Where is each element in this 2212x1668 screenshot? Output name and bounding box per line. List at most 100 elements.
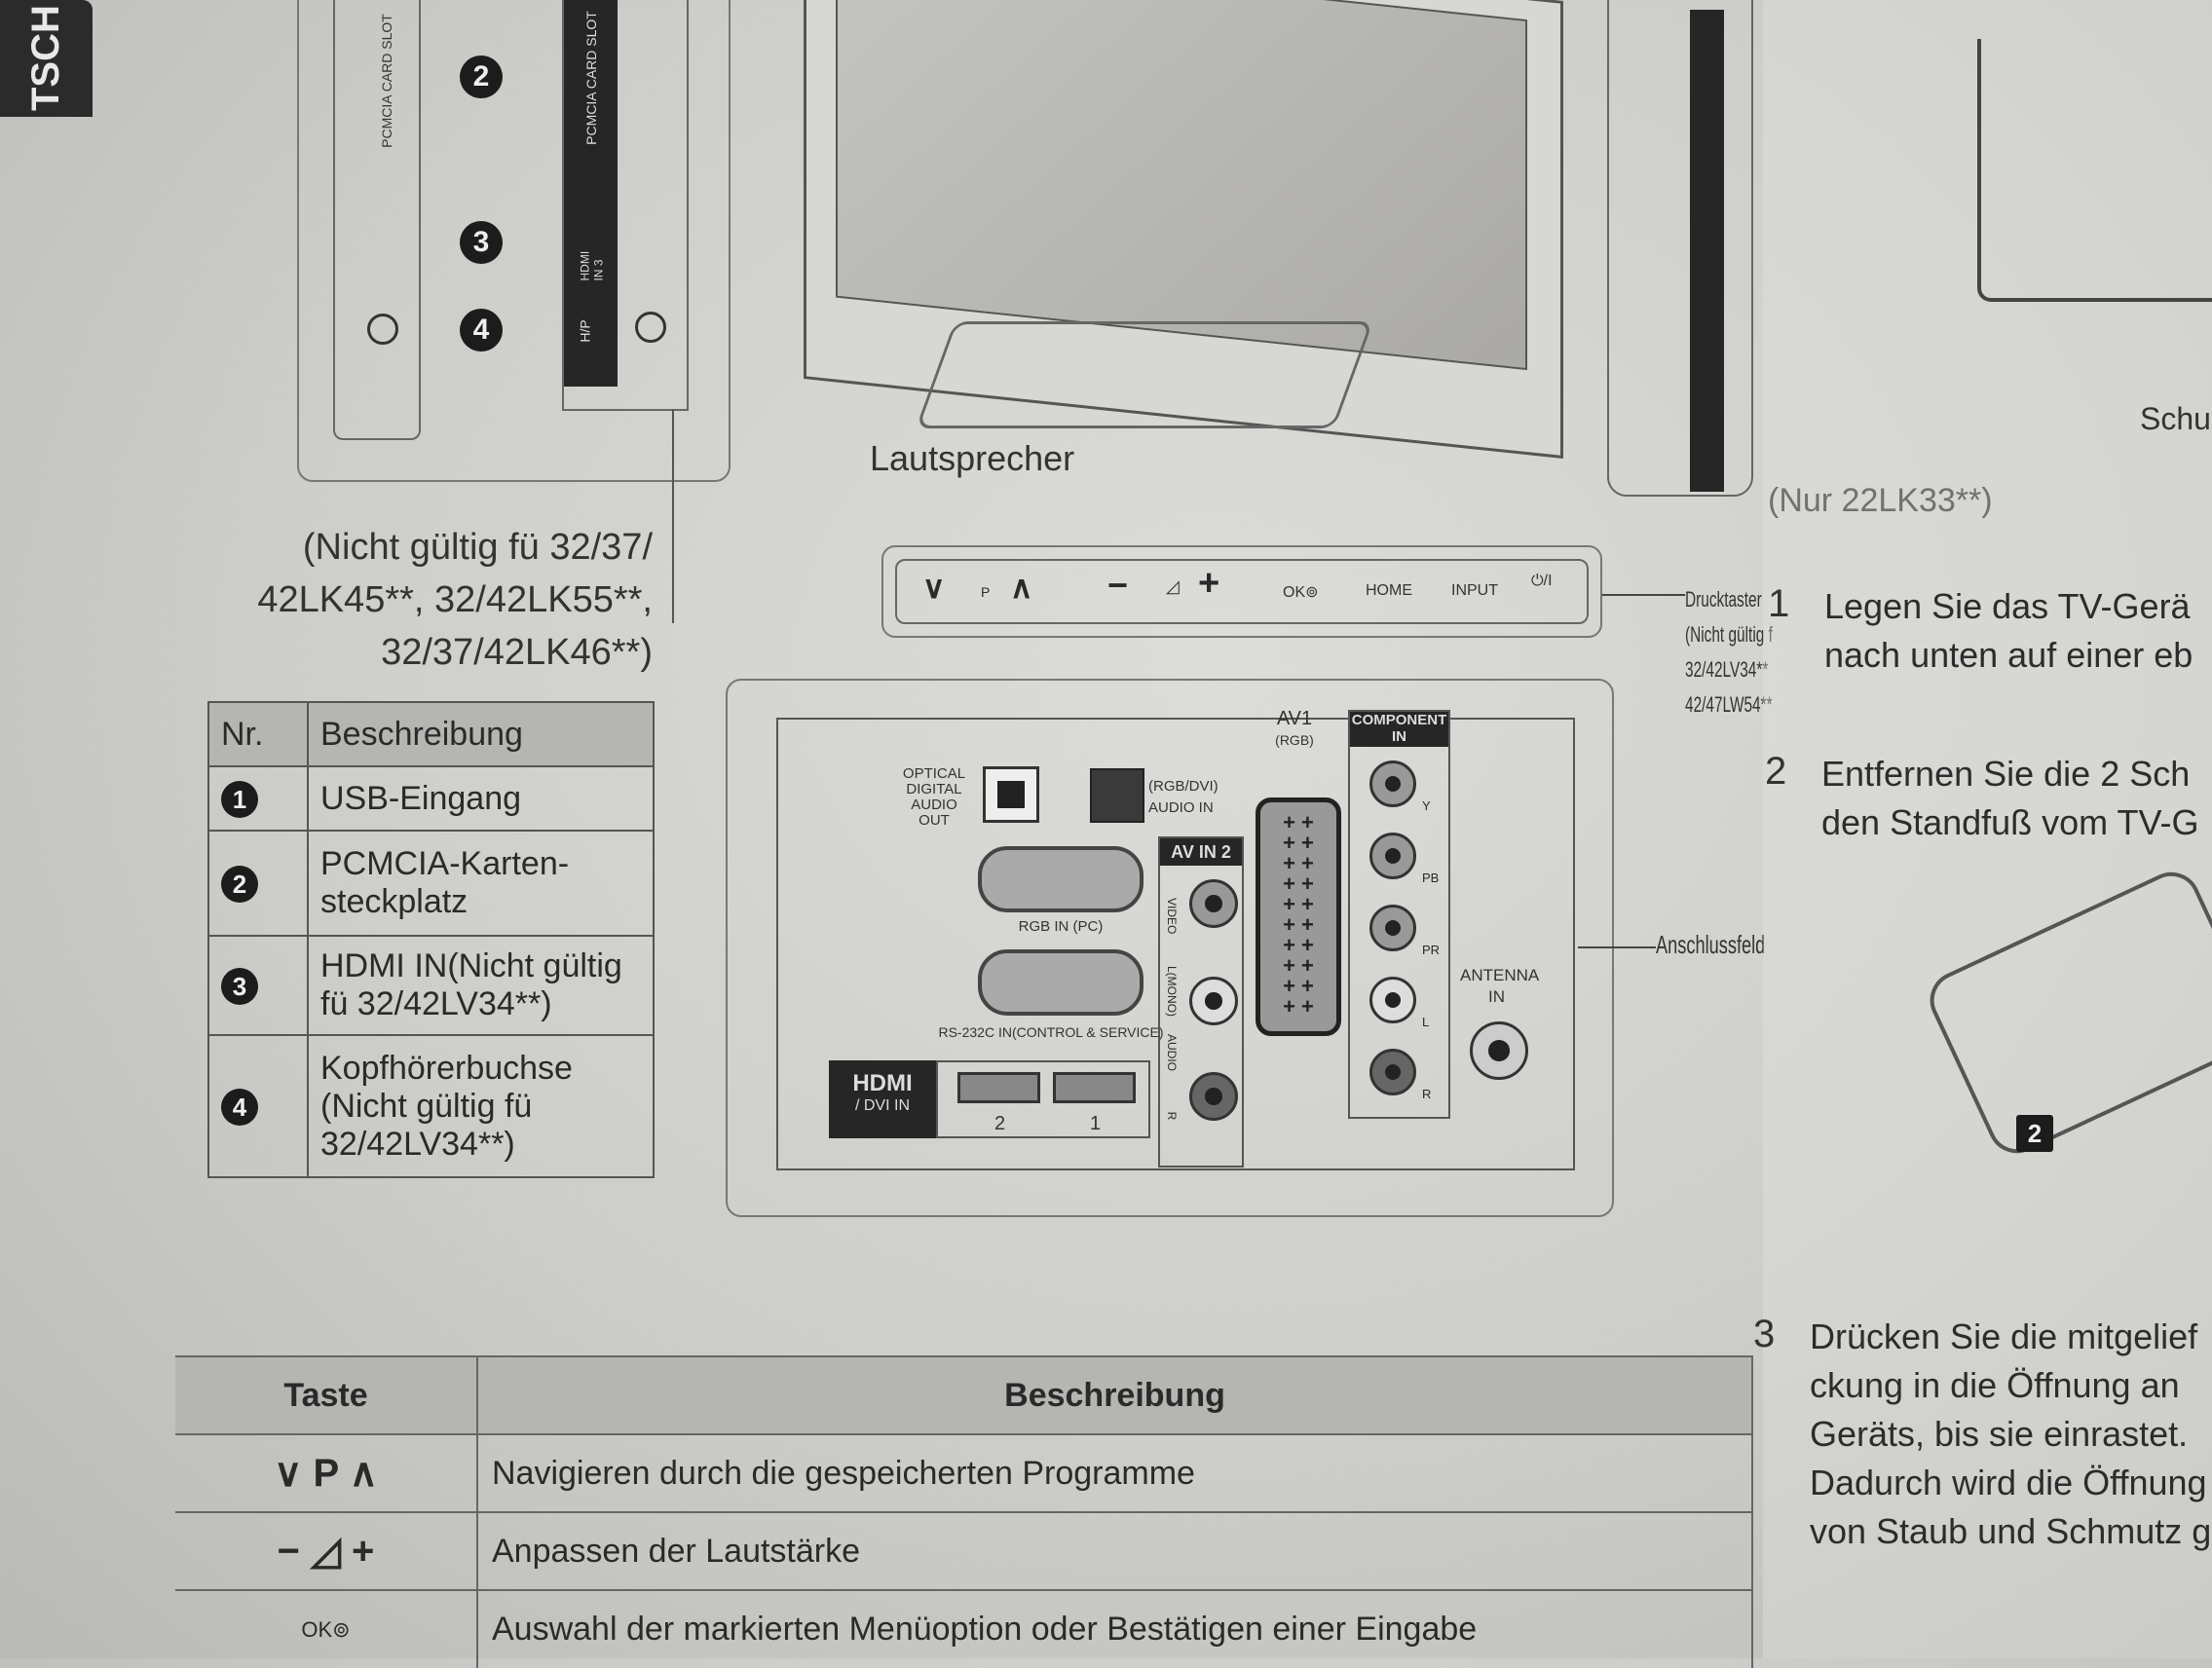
row-number-badge: 1 <box>221 781 258 818</box>
column-header-description: Beschreibung <box>477 1355 1753 1434</box>
headphone-jack-2 <box>635 312 666 343</box>
rgb-in-label: RGB IN (PC) <box>1018 918 1104 935</box>
channel-down-button[interactable]: ∨ <box>922 570 946 605</box>
pb-label: PB <box>1422 871 1440 885</box>
table-row: ∨ P ∧Navigieren durch die gespeicherten … <box>175 1433 1753 1512</box>
audio-label: AUDIO <box>1165 1034 1179 1072</box>
av1-label: AV1 (RGB) <box>1265 708 1324 751</box>
connector-panel-label: Anschlussfeld <box>1656 930 1766 959</box>
pr-label: PR <box>1422 943 1441 957</box>
table-row: OK⊚Auswahl der markierten Menüoption ode… <box>175 1589 1753 1668</box>
right-page <box>1763 0 2212 1658</box>
step-1: 1 Legen Sie das TV-Gerä nach unten auf e… <box>1768 582 2212 680</box>
callout-2: 2 <box>460 56 503 98</box>
step-text: Entfernen Sie die 2 Sch den Standfuß vom… <box>1821 750 2212 847</box>
volume-up-button[interactable]: + <box>1198 563 1220 604</box>
component-y-jack <box>1369 760 1416 807</box>
pcmcia-slot-label-2: PCMCIA CARD SLOT <box>583 11 599 145</box>
video-jack <box>1189 879 1238 928</box>
table-row: − ◿ +Anpassen der Lautstärke <box>175 1511 1753 1590</box>
column-header-description: Beschreibung <box>307 701 655 767</box>
leader-line <box>1602 594 1685 596</box>
step-3: 3 Drücken Sie die mitgelief ckung in die… <box>1753 1313 2212 1556</box>
table-header-row: Nr. Beschreibung <box>207 701 655 767</box>
hdmi-port-2 <box>957 1072 1040 1103</box>
optical-port <box>983 766 1039 823</box>
step-line: Drücken Sie die mitgelief <box>1810 1316 2198 1356</box>
tv-stand-figure-top <box>1977 39 2212 302</box>
hdmi-port-1 <box>1053 1072 1136 1103</box>
av-in2-group: AV IN 2 VIDEO L(MONO) AUDIO R <box>1158 836 1244 1168</box>
y-label: Y <box>1422 798 1431 813</box>
power-button[interactable]: ⏻/I <box>1531 573 1553 589</box>
step-line: Entfernen Sie die 2 Sch <box>1821 754 2191 794</box>
hdmi-port-group: 2 1 <box>936 1060 1150 1138</box>
button-table: Taste Beschreibung ∨ P ∧Navigieren durch… <box>175 1355 1753 1668</box>
step-text: Drücken Sie die mitgelief ckung in die Ö… <box>1810 1313 2212 1556</box>
audio-r-jack <box>1189 1072 1238 1121</box>
column-header-key: Taste <box>175 1355 478 1434</box>
step-line: Legen Sie das TV-Gerä <box>1824 586 2191 626</box>
volume-down-button[interactable]: − <box>1107 565 1129 605</box>
av-in2-label: AV IN 2 <box>1160 838 1242 866</box>
row-number-badge: 2 <box>221 866 258 903</box>
description-cell: Auswahl der markierten Menüoption oder B… <box>477 1589 1753 1668</box>
figure-callout: 2 <box>2016 1115 2053 1152</box>
side-panel-left <box>333 0 421 440</box>
volume-icon: ◿ <box>1166 576 1180 596</box>
ok-button[interactable]: OK⊚ <box>1283 584 1319 601</box>
step-number: 1 <box>1768 582 1790 625</box>
av-in2-jack-labels: VIDEO L(MONO) AUDIO R <box>1158 877 1185 1150</box>
side-button-panel <box>1607 0 1753 497</box>
component-r-jack <box>1369 1049 1416 1095</box>
callout-3: 3 <box>460 221 503 264</box>
antenna-port <box>1470 1021 1528 1080</box>
rs232-port <box>978 949 1143 1016</box>
button-strip-label: Drucktaster (Nicht gültig f 32/42LV34** … <box>1685 582 1773 723</box>
rgb-dvi-audio-label: (RGB/DVI) AUDIO IN <box>1148 778 1218 816</box>
language-tab: TSCH <box>0 0 93 117</box>
r-label: R <box>1422 1087 1432 1101</box>
description-cell: Anpassen der Lautstärke <box>477 1511 1753 1590</box>
home-button[interactable]: HOME <box>1366 582 1412 599</box>
connector-panel-inner: OPTICAL DIGITAL AUDIO OUT (RGB/DVI) AUDI… <box>776 708 1575 1170</box>
button-strip-label-line: Drucktaster <box>1685 587 1762 612</box>
column-header-nr: Nr. <box>207 701 309 767</box>
step-text: Legen Sie das TV-Gerä nach unten auf ein… <box>1824 582 2212 680</box>
hp-label: H/P <box>577 319 593 343</box>
row-number-badge: 4 <box>221 1089 258 1126</box>
key-cell: − ◿ + <box>175 1511 478 1590</box>
button-strip-label-line: 32/42LV34** <box>1685 657 1769 682</box>
front-button-strip: ∨ P ∧ − ◿ + OK⊚ HOME INPUT ⏻/I <box>881 545 1602 638</box>
model-note-line: 32/37/42LK46**) <box>381 632 653 673</box>
hdmi3-label: HDMI IN 3 <box>578 250 606 281</box>
key-cell: OK⊚ <box>175 1589 478 1668</box>
channel-up-button[interactable]: ∧ <box>1010 570 1033 605</box>
tv-stand <box>915 321 1374 428</box>
component-l-jack <box>1369 977 1416 1023</box>
scart-port: + ++ ++ ++ ++ ++ ++ ++ ++ ++ + <box>1256 797 1341 1036</box>
rgb-dvi-audio-port <box>1090 768 1144 823</box>
row-number-badge: 3 <box>221 968 258 1005</box>
av1-sub: (RGB) <box>1275 732 1314 748</box>
side-connector-diagram: PCMCIA CARD SLOT PCMCIA CARD SLOT HDMI I… <box>297 0 731 482</box>
step-number: 2 <box>1765 750 1787 793</box>
component-group: COMPONENT IN Y PB PR L R <box>1348 710 1450 1119</box>
step-2: 2 Entfernen Sie die 2 Sch den Standfuß v… <box>1765 750 2212 847</box>
component-jack-labels: Y PB PR L R <box>1422 770 1440 1131</box>
tv-screen <box>836 0 1527 371</box>
input-button[interactable]: INPUT <box>1451 582 1498 599</box>
r-label: R <box>1165 1111 1179 1121</box>
nur-label: (Nur 22LK33**) <box>1768 482 1993 519</box>
optical-label: OPTICAL DIGITAL AUDIO OUT <box>902 765 966 829</box>
rgb-in-port <box>978 846 1143 912</box>
row-description: PCMCIA-Karten-steckplatz <box>307 830 655 937</box>
step-line: Geräts, bis sie einrastet. <box>1810 1414 2189 1454</box>
leader-line <box>1578 946 1656 948</box>
model-note: (Nicht gültig fü 32/37/ 42LK45**, 32/42L… <box>195 521 653 679</box>
leader-line <box>672 409 674 623</box>
